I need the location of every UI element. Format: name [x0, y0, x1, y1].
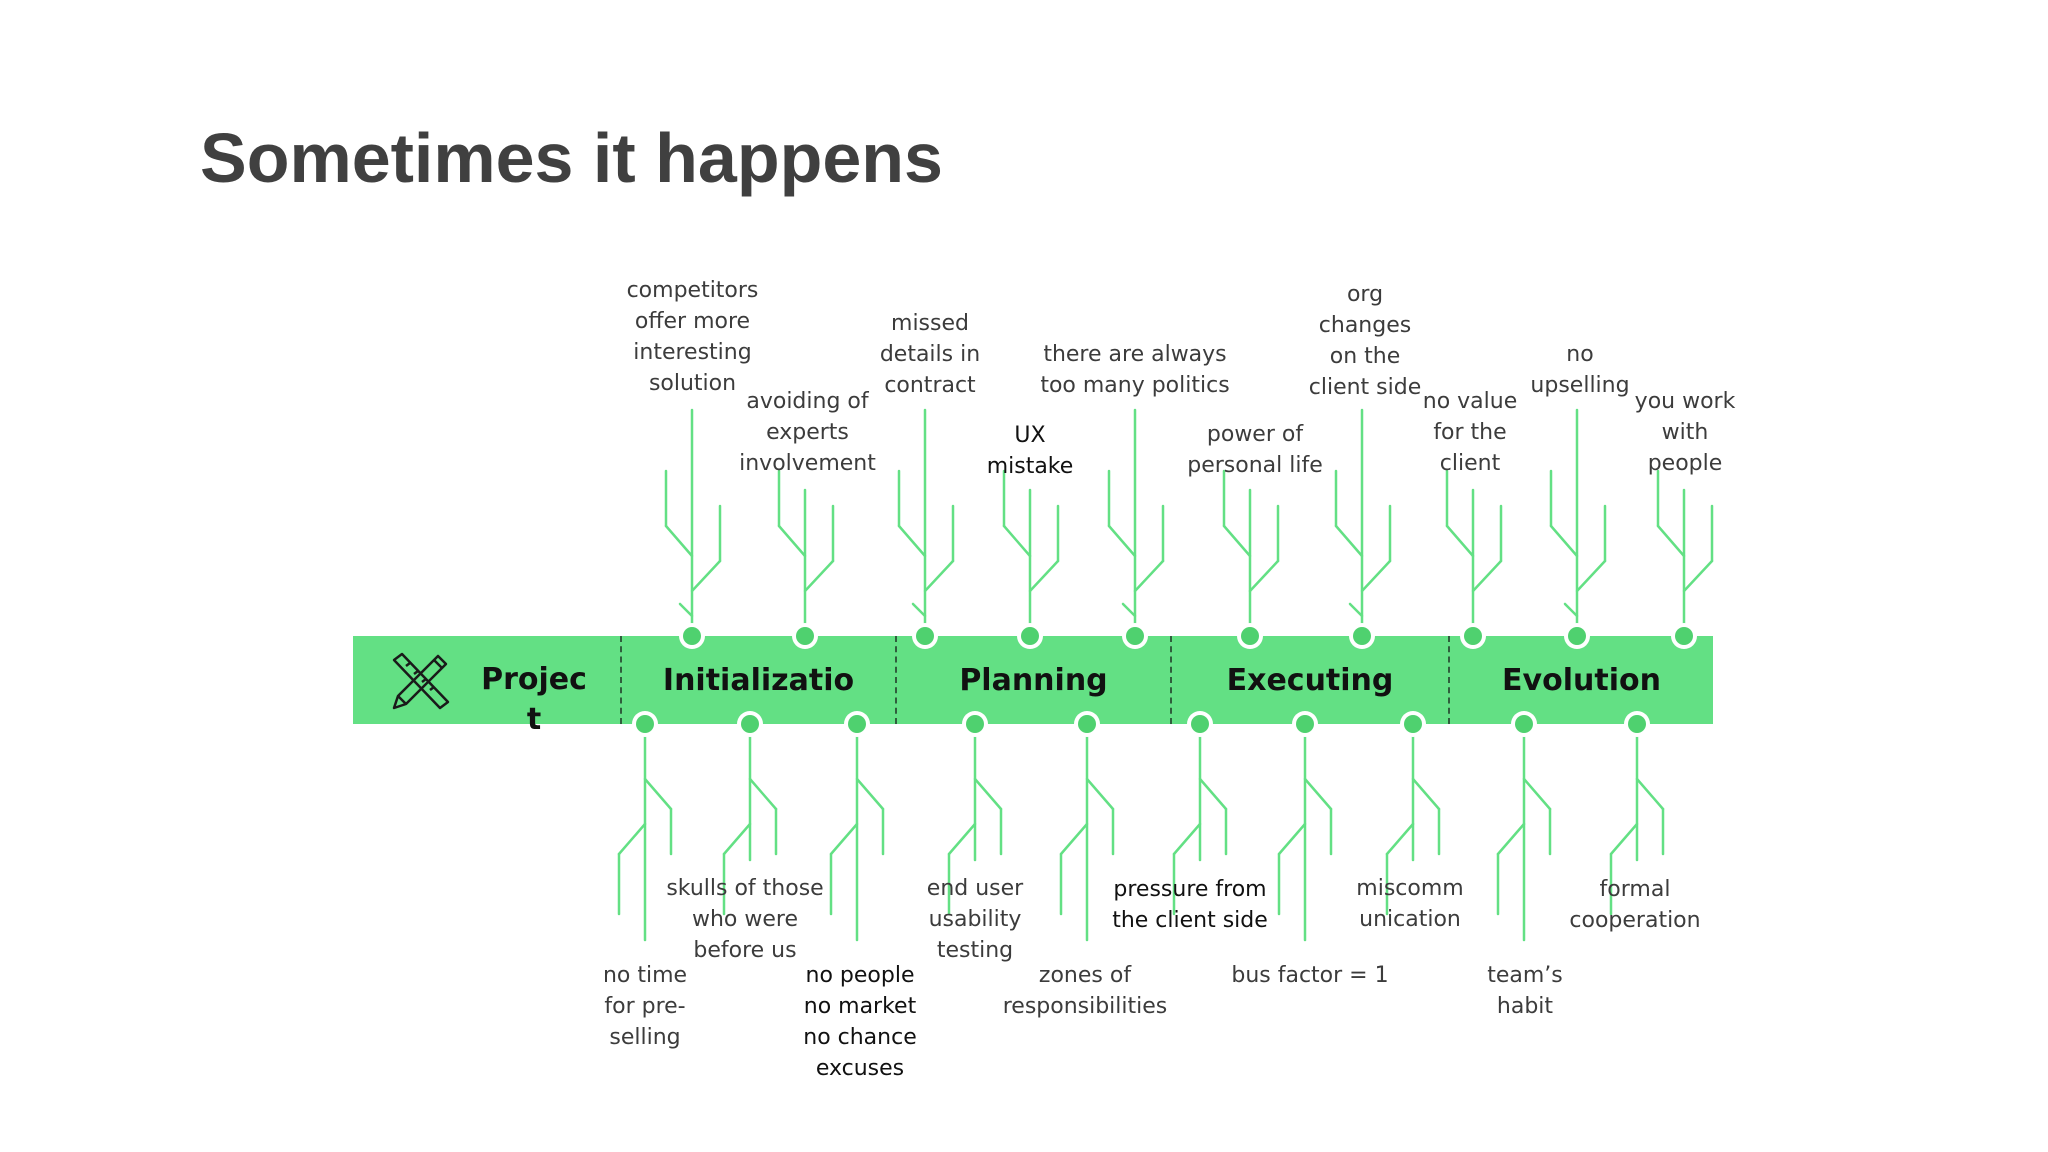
stage-evolution: Evolution [1502, 662, 1661, 698]
branch-stroke [678, 602, 694, 618]
stage-executing: Executing [1226, 662, 1394, 698]
branch-stroke [1522, 777, 1552, 811]
bottom-cause-label: team’s habit [1487, 963, 1563, 1019]
stage-separator [620, 636, 622, 724]
top-cause-label: competitors offer more interesting solut… [626, 278, 759, 396]
bottom-cause-label: no people no market no chance excuses [803, 963, 917, 1081]
branch-stroke [1360, 559, 1392, 593]
branch-stroke [973, 777, 1003, 811]
bottom-cause-label: pressure from the client side [1112, 877, 1268, 933]
timeline-node [1624, 711, 1650, 737]
bottom-cause-label: formal cooperation [1569, 877, 1701, 933]
timeline-node [632, 711, 658, 737]
timeline-node [737, 711, 763, 737]
branch-stroke [855, 777, 885, 811]
bottom-cause-label: no time for pre- selling [602, 963, 688, 1050]
branch-stroke [1107, 524, 1137, 558]
branch-stroke [1334, 524, 1364, 558]
timeline-node [962, 711, 988, 737]
bottom-cause-label: miscomm unication [1356, 876, 1464, 932]
top-cause-label: no upselling [1530, 342, 1630, 398]
branch-stroke [1656, 524, 1686, 558]
branch-stroke [1563, 602, 1579, 618]
timeline-node [1671, 623, 1697, 649]
branch-stroke [911, 602, 927, 618]
timeline-node [1187, 711, 1213, 737]
timeline-node [1017, 623, 1043, 649]
timeline-node [1460, 623, 1486, 649]
branch-stroke [803, 559, 835, 593]
branch-stroke [1635, 777, 1665, 811]
branch-stroke [748, 777, 778, 811]
timeline-node [1349, 623, 1375, 649]
timeline-node [1564, 623, 1590, 649]
branch-stroke [1248, 559, 1280, 593]
branch-stroke [1028, 559, 1060, 593]
branch-stroke [1549, 524, 1579, 558]
top-cause-label: UX mistake [986, 423, 1074, 479]
bottom-cause-label: skulls of those who were before us [666, 876, 824, 963]
stage-planning: Planning [959, 662, 1108, 698]
branch-stroke [1471, 559, 1503, 593]
branch-stroke [664, 524, 694, 558]
top-cause-label: org changes on the client side [1308, 282, 1422, 400]
timeline-node [912, 623, 938, 649]
stage-separator [895, 636, 897, 724]
top-cause-label: no value for the client [1422, 389, 1518, 476]
branch-stroke [1385, 822, 1415, 856]
top-cause-label: power of personal life [1187, 422, 1323, 478]
top-cause-label: missed details in contract [879, 311, 981, 398]
stage-initialization: Initializatio [662, 662, 855, 698]
branch-stroke [1085, 777, 1115, 811]
slide-title: Sometimes it happens [200, 119, 943, 197]
bottom-cause-label: bus factor = 1 [1231, 963, 1389, 988]
stage-project: Project [481, 662, 587, 737]
branch-stroke [1348, 602, 1364, 618]
timeline-node [844, 711, 870, 737]
timeline-node [1122, 623, 1148, 649]
timeline-node [1237, 623, 1263, 649]
branch-stroke [947, 822, 977, 856]
branch-stroke [1198, 777, 1228, 811]
branch-stroke [1059, 822, 1089, 856]
branch-stroke [1303, 777, 1333, 811]
branch-stroke [1609, 822, 1639, 856]
branch-stroke [1445, 524, 1475, 558]
branch-stroke [923, 559, 955, 593]
top-cause-label: you work with people [1634, 389, 1736, 476]
stage-separator [1170, 636, 1172, 724]
branch-stroke [1682, 559, 1714, 593]
top-cause-label: avoiding of experts involvement [739, 389, 876, 476]
branch-stroke [617, 822, 647, 856]
branch-stroke [777, 524, 807, 558]
bottom-cause-label: end user usability testing [926, 876, 1024, 963]
timeline-node [1511, 711, 1537, 737]
top-cause-label: there are always too many politics [1040, 342, 1230, 398]
branch-stroke [722, 822, 752, 856]
branch-stroke [1575, 559, 1607, 593]
branch-stroke [690, 559, 722, 593]
branch-stroke [1496, 822, 1526, 856]
branch-stroke [1133, 559, 1165, 593]
stage-separator [1448, 636, 1450, 724]
branch-stroke [1172, 822, 1202, 856]
timeline-node [1400, 711, 1426, 737]
timeline-node [679, 623, 705, 649]
branch-stroke [829, 822, 859, 856]
branch-stroke [1277, 822, 1307, 856]
timeline-node [1074, 711, 1100, 737]
pencil-ruler-icon [392, 652, 450, 710]
branch-stroke [1222, 524, 1252, 558]
bottom-cause-label: zones of responsibilities [1002, 963, 1168, 1019]
timeline-node [1292, 711, 1318, 737]
branch-stroke [1121, 602, 1137, 618]
timeline-band [353, 636, 1713, 724]
branch-stroke [897, 524, 927, 558]
branch-stroke [643, 777, 673, 811]
timeline-node [792, 623, 818, 649]
branch-stroke [1002, 524, 1032, 558]
branch-stroke [1411, 777, 1441, 811]
